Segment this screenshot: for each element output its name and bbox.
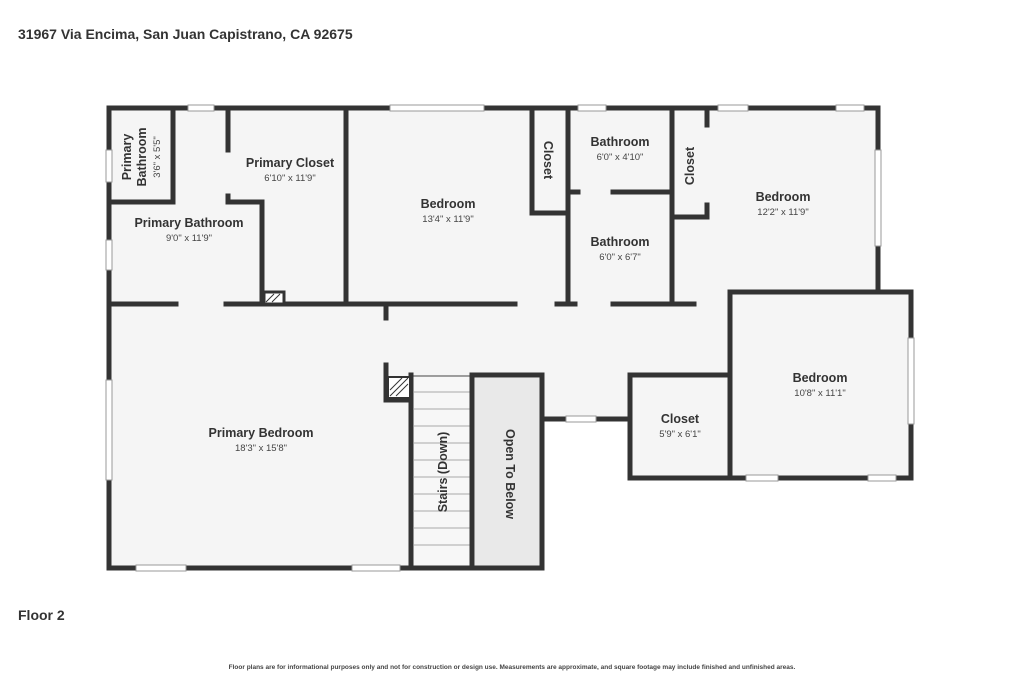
- room-closet-3: Closet 5'9" x 6'1": [659, 412, 701, 440]
- room-name: Bedroom: [421, 197, 476, 211]
- room-name: Bedroom: [793, 371, 848, 385]
- room-dimensions: 6'0" x 6'7": [599, 252, 641, 263]
- room-dimensions: 6'0" x 4'10": [597, 152, 644, 163]
- open-to-below-area: [475, 378, 540, 566]
- room-dimensions: 18'3" x 15'8": [235, 443, 287, 454]
- room-name: Closet: [541, 141, 555, 180]
- room-bedroom-1: Bedroom 13'4" x 11'9": [421, 197, 476, 225]
- room-primary-bathroom: Primary Bathroom 9'0" x 11'9": [134, 216, 243, 244]
- room-name: Bathroom: [135, 127, 149, 186]
- room-dimensions: 12'2" x 11'9": [757, 207, 808, 218]
- room-name: Bedroom: [756, 190, 811, 204]
- stairs-label: Stairs (Down): [436, 432, 450, 513]
- room-bathroom-1: Bathroom 6'0" x 4'10": [590, 135, 649, 163]
- room-dimensions: 5'9" x 6'1": [659, 429, 701, 440]
- room-dimensions: 3'6" x 5'5": [152, 136, 163, 178]
- utility-chase: [262, 290, 411, 399]
- room-dimensions: 9'0" x 11'9": [166, 233, 212, 244]
- room-name: Bathroom: [590, 135, 649, 149]
- room-name: Primary Bathroom: [134, 216, 243, 230]
- room-bedroom-3: Bedroom 10'8" x 11'1": [793, 371, 848, 399]
- room-name: Closet: [683, 146, 697, 185]
- disclaimer-text: Floor plans are for informational purpos…: [228, 664, 796, 671]
- room-bathroom-2: Bathroom 6'0" x 6'7": [590, 235, 649, 263]
- room-name: Primary Closet: [246, 156, 335, 170]
- room-closet-2: Closet: [683, 146, 697, 185]
- room-name: Bathroom: [590, 235, 649, 249]
- walls: [106, 105, 914, 571]
- room-name: Open To Below: [503, 429, 517, 519]
- floor-label: Floor 2: [18, 607, 65, 623]
- open-to-below-label: Open To Below: [503, 429, 517, 519]
- room-primary-closet: Primary Closet 6'10" x 11'9": [246, 156, 335, 184]
- room-bedroom-2: Bedroom 12'2" x 11'9": [756, 190, 811, 218]
- room-name: Closet: [661, 412, 700, 426]
- room-name: Primary Bedroom: [209, 426, 314, 440]
- room-primary-bathroom-small: Primary Bathroom 3'6" x 5'5": [120, 127, 163, 186]
- room-dimensions: 13'4" x 11'9": [422, 214, 473, 225]
- room-dimensions: 10'8" x 11'1": [794, 388, 845, 399]
- room-primary-bedroom: Primary Bedroom 18'3" x 15'8": [209, 426, 314, 454]
- room-name: Primary: [120, 134, 134, 181]
- property-address: 31967 Via Encima, San Juan Capistrano, C…: [18, 26, 353, 42]
- room-dimensions: 6'10" x 11'9": [264, 173, 315, 184]
- windows: [105, 104, 915, 572]
- room-name: Stairs (Down): [436, 432, 450, 513]
- room-closet-1: Closet: [541, 141, 555, 180]
